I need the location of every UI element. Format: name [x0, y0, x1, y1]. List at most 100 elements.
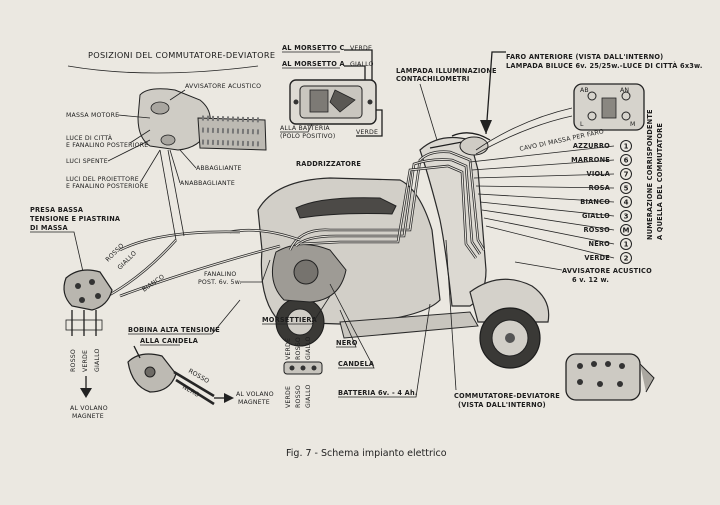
number-circle	[620, 238, 632, 250]
label-numerazione-2: A QUELLA DEL COMMUTATORE	[656, 123, 664, 240]
leader	[107, 139, 151, 162]
label-faro-1: FARO ANTERIORE (VISTA DALL'INTERNO)	[506, 53, 663, 61]
label-avvisatore-1: AVVISATORE ACUSTICO	[562, 267, 652, 275]
label-abbagliante: ABBAGLIANTE	[196, 165, 242, 172]
leader	[30, 231, 85, 277]
terminal-block	[283, 361, 323, 375]
leader	[280, 123, 313, 133]
commutatore-drawing	[565, 353, 655, 401]
label-commutatore-2: (VISTA DALL'INTERNO)	[458, 401, 546, 409]
label-morse-rosso-b: ROSSO	[295, 385, 302, 408]
headlamp-socket: AB AN L M	[573, 83, 645, 131]
leader	[514, 261, 563, 271]
label-fanalino-2: POST. 6v. 5w.	[198, 279, 242, 286]
arrow-faro	[480, 120, 492, 134]
label-proiettore-1: LUCI DEL PROIETTORE	[66, 176, 139, 183]
leader	[179, 149, 197, 169]
number-circle	[620, 154, 632, 166]
coil-lead	[175, 378, 215, 406]
scooter-drawing	[257, 132, 550, 369]
svg-text:M: M	[630, 121, 636, 128]
label-massa-motore: MASSA MOTORE	[66, 112, 119, 119]
label-fanalino-1: FANALINO	[204, 271, 236, 278]
label-faro-2: LAMPADA BILUCE 6v. 25/25w.-LUCE DI CITTÀ…	[506, 61, 703, 70]
number-circle	[620, 196, 632, 208]
label-numerazione-1: NUMERAZIONE CORRISPONDENTE	[646, 109, 654, 240]
label-luce-citta-2: E FANALINO POSTERIORE	[66, 142, 148, 149]
label-morse-giallo-b: GIALLO	[305, 384, 312, 408]
label-raddrizzatore: RADDRIZZATORE	[296, 160, 361, 168]
label-morsettiera: MORSETTIERA	[262, 316, 318, 324]
leader	[211, 299, 241, 335]
label-verde-regulator: VERDE	[356, 129, 378, 136]
handlebar-switch-drawing	[137, 88, 267, 151]
arrow-right-icon	[224, 393, 234, 403]
label-presa-3: DI MASSA	[30, 224, 68, 232]
label-avvisatore-2: 6 v. 12 w.	[572, 276, 609, 284]
regulator-box	[289, 79, 377, 125]
label-batteria-1: ALLA BATTERIA	[280, 125, 330, 132]
color-label: VIOLA	[587, 170, 611, 178]
leader	[117, 114, 151, 119]
connector-leads	[71, 310, 97, 336]
svg-text:AN: AN	[620, 87, 629, 94]
color-number: 6	[624, 157, 629, 165]
label-luce-citta-1: LUCE DI CITTÀ	[66, 133, 113, 142]
label-batteria-engine: BATTERIA 6v. - 4 Ah.	[338, 389, 418, 397]
wire-verde-c	[344, 49, 373, 80]
label-left-giallo-v: GIALLO	[94, 348, 101, 372]
leader	[445, 239, 457, 391]
leader	[169, 89, 186, 101]
label-morse-verde-b: VERDE	[285, 386, 292, 408]
label-left-bianco: BIANCO	[141, 273, 166, 293]
wire-verde-regulator	[356, 109, 383, 137]
number-circle	[620, 252, 632, 264]
color-number: M	[623, 227, 630, 235]
leader	[338, 303, 431, 398]
label-alla-candela: ALLA CANDELA	[140, 337, 199, 345]
label-left-verde-v: VERDE	[82, 350, 89, 372]
label-presa-1: PRESA BASSA	[30, 206, 84, 214]
leader	[329, 283, 375, 369]
label-commutatore-1: COMMUTATORE-DEVIATORE	[454, 392, 560, 400]
label-anabbagliante: ANABBAGLIANTE	[180, 180, 235, 187]
number-circle	[620, 224, 632, 236]
label-lampada-2: CONTACHILOMETRI	[396, 75, 470, 83]
color-label: AZZURRO	[573, 142, 610, 150]
color-label: MARRONE	[571, 156, 610, 164]
leader-faro	[485, 51, 506, 135]
svg-text:AB: AB	[580, 87, 589, 94]
label-morse-rosso-a: ROSSO	[295, 337, 302, 360]
figure-caption: Fig. 7 - Schema impianto elettrico	[286, 448, 447, 459]
number-circle	[620, 182, 632, 194]
color-label: GIALLO	[582, 212, 610, 220]
label-bobina: BOBINA ALTA TENSIONE	[128, 326, 220, 334]
label-avvisatore-switch: AVVISATORE ACUSTICO	[185, 83, 261, 90]
label-morsetto-c: AL MORSETTO C	[282, 44, 345, 52]
color-label: ROSSO	[584, 226, 611, 234]
label-candela: CANDELA	[338, 360, 375, 368]
color-number: 5	[624, 185, 629, 193]
color-number: 7	[624, 171, 629, 179]
title-underline	[67, 65, 259, 74]
leader	[169, 149, 181, 184]
label-left-volano-1: AL VOLANO	[70, 405, 108, 412]
number-circle	[620, 210, 632, 222]
leader	[261, 259, 271, 283]
color-number: 3	[624, 213, 629, 221]
label-verde-c: VERDE	[350, 45, 372, 52]
label-morse-verde-a: VERDE	[285, 338, 292, 360]
leader	[419, 83, 441, 151]
wire-giallo-a	[344, 65, 366, 80]
switch-section-title: POSIZIONI DEL COMMUTATORE-DEVIATORE	[88, 50, 275, 60]
color-number: 1	[624, 241, 629, 249]
label-giallo-a: GIALLO	[350, 61, 374, 68]
label-lampada-1: LAMPADA ILLUMINAZIONE	[396, 67, 497, 75]
label-proiettore-2: E FANALINO POSTERIORE	[66, 183, 148, 190]
ignition-coil	[127, 345, 177, 393]
svg-text:L: L	[580, 121, 584, 128]
leader	[139, 149, 161, 184]
